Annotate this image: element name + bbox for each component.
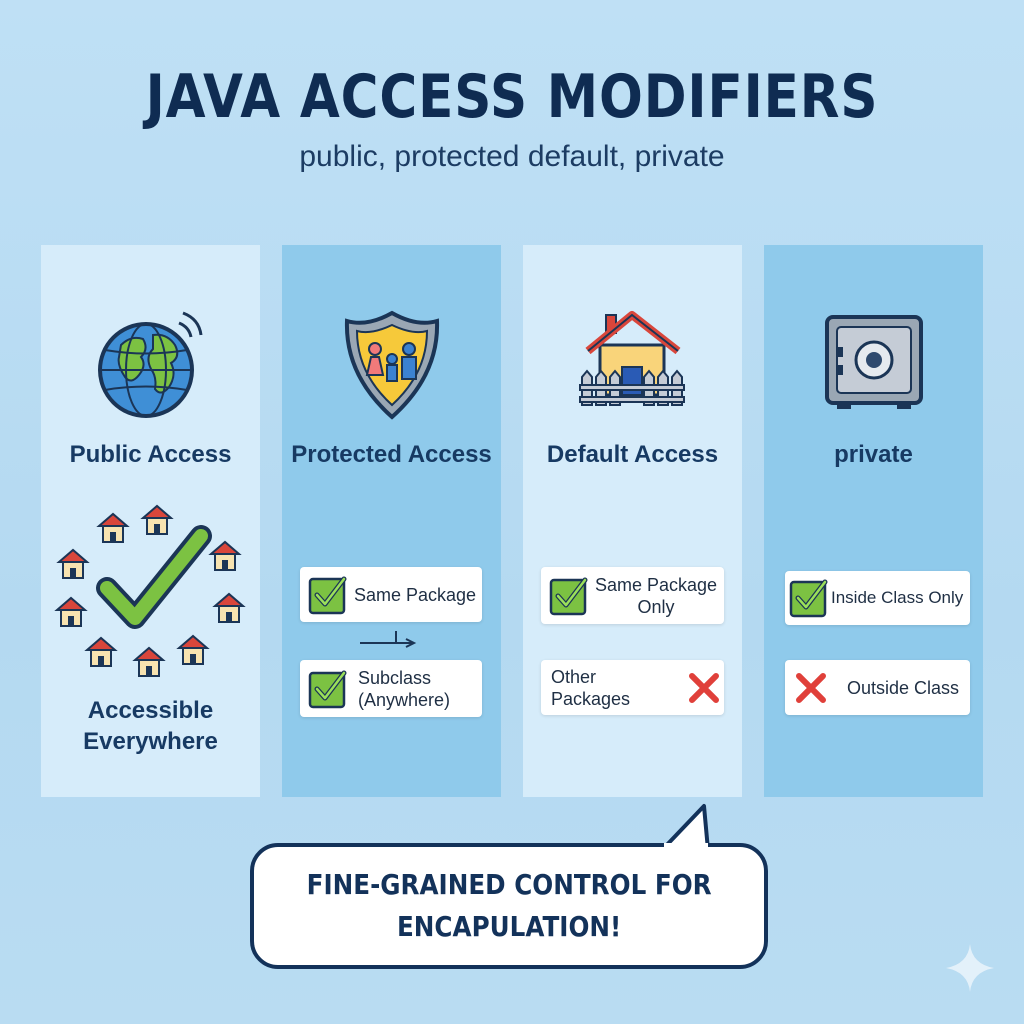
card-label: Subclass <box>358 667 432 688</box>
card-label: Other Packages <box>551 666 631 709</box>
check-icon <box>308 670 347 708</box>
public-access-title: Public Access <box>69 441 232 468</box>
globe-icon <box>41 305 260 425</box>
check-icon <box>549 577 588 615</box>
private-title: private <box>834 441 913 468</box>
card-label: Outside Class <box>847 677 960 698</box>
card-label-line2: Only <box>637 596 675 617</box>
page-subtitle: public, protected default, private <box>299 140 725 173</box>
sparkle-icon <box>946 944 994 992</box>
same-package-only-card: Same Package Only <box>541 567 724 624</box>
outside-class-card: Outside Class <box>785 660 970 715</box>
subclass-card: Subclass (Anywhere) <box>300 660 482 717</box>
encapsulation-callout: FINE-GRAINED CONTROL FOR ENCAPULATION! <box>250 843 768 969</box>
protected-access-title: Protected Access <box>291 441 492 468</box>
bubble-tail-cover <box>664 843 708 851</box>
caption-line-2: Everywhere <box>83 728 218 755</box>
public-column: Public Access Accessible Everywhere <box>41 245 260 797</box>
other-packages-card: Other Packages <box>541 660 724 715</box>
cross-icon <box>796 672 826 703</box>
page-title: JAVA ACCESS MODIFIERS <box>145 62 879 132</box>
callout-line-1: FINE-GRAINED CONTROL FOR <box>306 868 712 901</box>
safe-icon <box>764 305 983 425</box>
house-fence-icon <box>523 305 742 425</box>
card-label: Same Package <box>595 574 718 595</box>
card-label: Same Package <box>354 584 477 605</box>
default-column: Default Access Same Package Only Other P… <box>523 245 742 797</box>
protected-column: Protected Access Same Package Subclass (… <box>282 245 501 797</box>
default-access-title: Default Access <box>546 441 719 468</box>
check-icon <box>308 576 347 614</box>
shield-family-icon <box>282 305 501 425</box>
card-label-line2: (Anywhere) <box>358 689 451 710</box>
arrow-icon <box>360 631 417 648</box>
private-column: private Inside Class Only Outside Class <box>764 245 983 797</box>
inside-class-only-card: Inside Class Only <box>785 571 970 625</box>
check-icon <box>789 579 828 618</box>
same-package-card: Same Package <box>300 567 482 622</box>
cross-icon <box>689 672 719 703</box>
card-label: Inside Class Only <box>831 588 964 607</box>
caption-line-1: Accessible <box>87 697 214 724</box>
callout-line-2: ENCAPULATION! <box>396 910 622 943</box>
houses-around-check-illustration <box>51 500 251 690</box>
accessible-everywhere-caption: Accessible Everywhere <box>41 695 260 757</box>
house-icon <box>54 504 246 677</box>
